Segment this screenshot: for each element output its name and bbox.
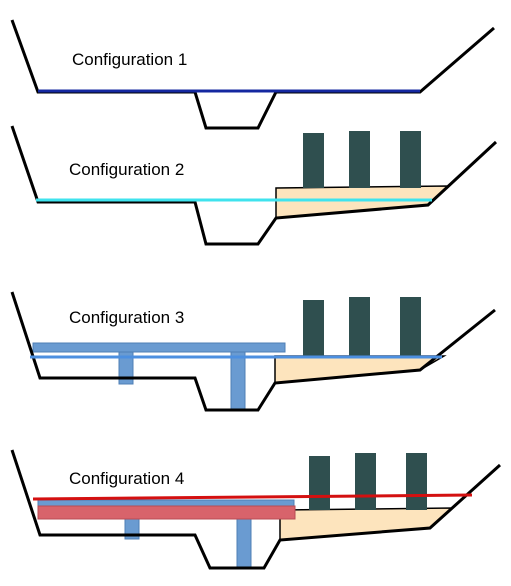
configuration-label: Configuration 1 — [72, 50, 187, 69]
building — [355, 453, 376, 510]
configuration-label: Configuration 3 — [69, 308, 184, 327]
configuration-label: Configuration 4 — [69, 469, 184, 488]
building — [303, 300, 324, 356]
building — [406, 453, 427, 510]
configuration-2-panel: Configuration 2 — [10, 125, 498, 246]
configuration-4-panel: Configuration 4 — [10, 449, 502, 570]
configuration-3-panel: Configuration 3 — [10, 291, 496, 412]
water-level-line — [32, 493, 473, 501]
configuration-label: Configuration 2 — [69, 160, 184, 179]
configuration-1-panel: Configuration 1 — [10, 19, 495, 130]
valley-profile — [10, 125, 498, 246]
bridge-deck — [32, 342, 286, 353]
valley-profile — [10, 449, 502, 570]
raised-deck — [37, 505, 296, 520]
building — [309, 456, 330, 510]
bridge-pillar — [236, 514, 252, 568]
building — [349, 131, 370, 188]
reclaimed-land — [275, 185, 450, 219]
bridge-pillar — [230, 349, 246, 412]
building — [400, 131, 421, 188]
valley-profile — [10, 19, 495, 130]
building — [303, 133, 324, 188]
valley-profile — [10, 291, 496, 412]
building — [349, 297, 370, 356]
reclaimed-land — [279, 507, 454, 541]
building — [400, 297, 421, 356]
